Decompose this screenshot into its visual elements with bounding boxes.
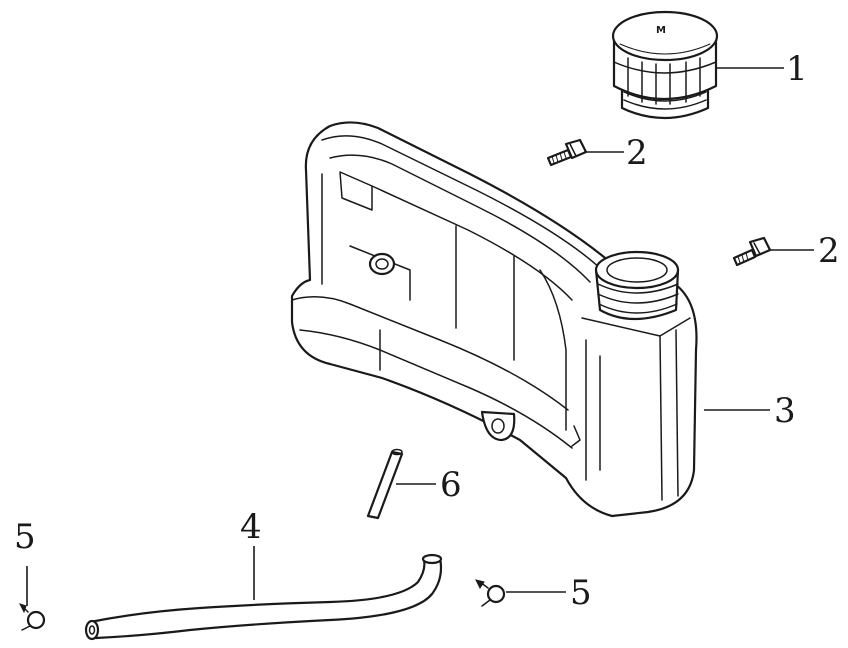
part-1-fuel-cap[interactable]: M: [611, 10, 719, 120]
callout-5-left: 5: [14, 517, 36, 557]
callout-3: 3: [774, 391, 796, 431]
part-3-fuel-tank[interactable]: [290, 121, 698, 518]
cap-mark: M: [656, 25, 666, 36]
callout-4: 4: [240, 507, 262, 547]
part-2-bolt-right[interactable]: [732, 236, 772, 267]
part-5-clip-left[interactable]: [19, 603, 46, 631]
leader-lines: [26, 67, 814, 606]
callout-6: 6: [440, 465, 462, 505]
callout-5-right: 5: [570, 573, 592, 613]
part-2-bolt-upper[interactable]: [546, 138, 588, 167]
part-5-clip-right[interactable]: [475, 579, 506, 607]
part-6-pin[interactable]: [366, 448, 404, 520]
part-4-fuel-hose[interactable]: [84, 553, 443, 641]
callout-2-right: 2: [818, 231, 840, 271]
callout-2-upper: 2: [626, 133, 648, 173]
callout-1: 1: [786, 49, 808, 89]
